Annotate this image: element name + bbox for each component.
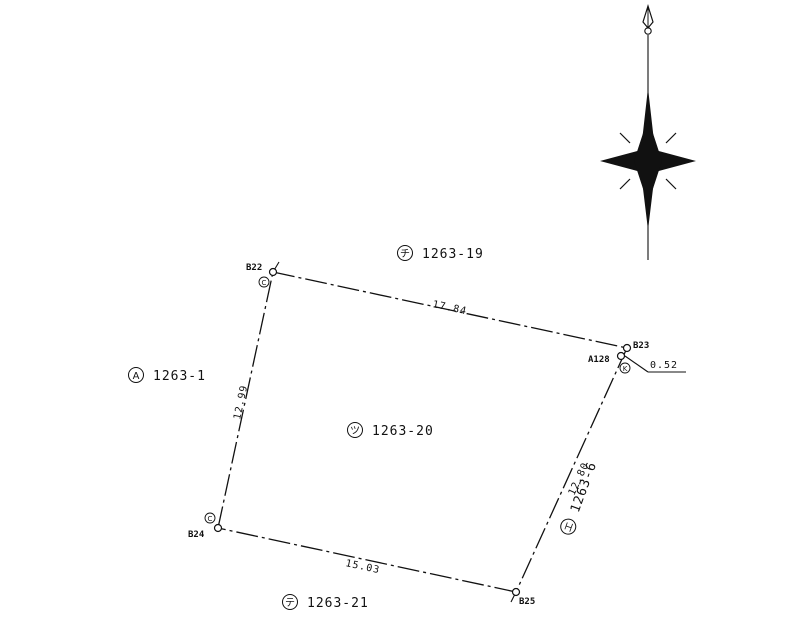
point-b22-marker	[268, 267, 278, 277]
a128-mark-circle	[619, 362, 631, 374]
dimension-top: 17.84	[431, 299, 468, 317]
parcel-west-mark-circle	[128, 367, 144, 383]
dimension-bottom: 15.03	[344, 558, 381, 576]
point-b23-label: B23	[633, 341, 649, 351]
offset-leader	[624, 355, 649, 373]
boundary-left	[217, 271, 274, 529]
b24-mark-circle	[204, 512, 216, 524]
dimension-left: 12.99	[232, 384, 250, 421]
parcel-west-mark: A	[133, 371, 140, 382]
boundary-top	[272, 271, 628, 349]
parcel-east-mark: エ	[563, 521, 577, 534]
b22-mark-circle	[258, 276, 270, 288]
point-b25-marker	[511, 587, 521, 597]
parcel-south-number: 1263-21	[307, 596, 369, 611]
dimension-offset: 0.52	[650, 360, 678, 371]
boundary-bottom	[217, 527, 517, 593]
parcel-center-mark: ツ	[350, 426, 360, 437]
point-b25-label: B25	[519, 597, 535, 607]
b22-mark: C	[262, 279, 267, 287]
parcel-boundary	[217, 271, 628, 593]
b24-mark: C	[208, 515, 213, 523]
a128-mark: K	[623, 365, 628, 373]
parcel-west-number: 1263-1	[153, 369, 206, 384]
point-a128-label: A128	[588, 355, 610, 365]
point-b23-marker	[622, 343, 632, 353]
parcel-center-mark-circle	[347, 422, 363, 438]
point-a128-marker	[616, 351, 626, 361]
parcel-south-mark: テ	[285, 598, 295, 609]
parcel-east-mark-circle	[560, 518, 577, 535]
parcel-center-number: 1263-20	[372, 424, 434, 439]
parcel-north-mark-circle	[397, 245, 413, 261]
boundary-right	[515, 347, 628, 593]
parcel-north-number: 1263-19	[422, 247, 484, 262]
point-b24-label: B24	[188, 530, 205, 540]
point-b22-label: B22	[246, 263, 262, 273]
north-arrow-compass-icon	[600, 3, 696, 260]
parcel-north-mark: チ	[400, 248, 410, 260]
parcel-south-mark-circle	[282, 594, 298, 610]
point-b24-marker	[213, 523, 223, 533]
